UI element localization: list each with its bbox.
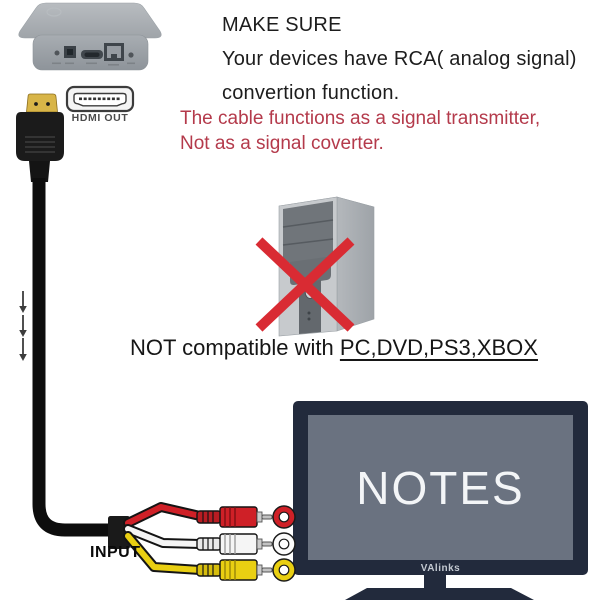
converter-box-illustration xyxy=(18,2,162,71)
warning-line1: The cable functions as a signal transmit… xyxy=(180,108,541,129)
hdmi-plug-tip xyxy=(26,93,58,113)
rca-plug-yellow xyxy=(196,559,273,581)
down-arrow-icon xyxy=(19,338,27,361)
red-wire xyxy=(125,504,203,526)
tv-stand-neck xyxy=(424,575,446,589)
yellow-wire xyxy=(125,533,203,573)
box-logo-mark xyxy=(46,7,62,17)
tv-stand-base xyxy=(345,588,534,600)
box-rear-ports xyxy=(52,43,135,66)
rca-plug-white xyxy=(196,533,273,555)
down-arrow-icon xyxy=(19,291,27,313)
make-sure-line1: Your devices have RCA( analog signal) xyxy=(222,48,577,70)
rca-breakout xyxy=(108,502,296,582)
rca-jack-white xyxy=(272,532,296,556)
warning-note: The cable functions as a signal transmit… xyxy=(180,106,580,156)
x-mark-icon xyxy=(255,237,355,332)
input-label: INPUT xyxy=(90,544,141,561)
tv-screen-text: NOTES xyxy=(356,461,525,514)
tv-illustration xyxy=(293,401,588,600)
make-sure-line2: convertion function. xyxy=(222,82,400,104)
down-arrows xyxy=(19,291,27,361)
rca-plug-red xyxy=(196,506,273,528)
compatibility-prefix: NOT compatible with xyxy=(130,335,340,360)
compatibility-devices: PC,DVD,PS3,XBOX xyxy=(339,335,538,360)
warning-line2: Not as a signal coverter. xyxy=(180,133,384,154)
rca-jack-yellow xyxy=(272,558,296,582)
drive-bays xyxy=(283,201,333,264)
hdmi-plug-strain-relief xyxy=(29,161,50,182)
white-wire xyxy=(125,526,203,547)
tv-brand-label: VAlinks xyxy=(420,563,461,574)
rca-jack-red xyxy=(272,505,296,529)
hdmi-out-label: HDMI OUT xyxy=(71,112,129,124)
make-sure-note: MAKE SURE Your devices have RCA( analog … xyxy=(222,8,594,110)
aux-port-icon xyxy=(128,52,134,58)
tv-screen xyxy=(308,415,573,560)
hdmi-out-port-icon xyxy=(65,85,135,113)
cable xyxy=(32,178,110,537)
hdmi-plug-illustration xyxy=(16,93,64,182)
power-port-icon xyxy=(54,50,60,56)
make-sure-title: MAKE SURE xyxy=(222,14,342,36)
compatibility-note: NOT compatible with PC,DVD,PS3,XBOX xyxy=(130,335,570,361)
down-arrow-icon xyxy=(19,315,27,337)
